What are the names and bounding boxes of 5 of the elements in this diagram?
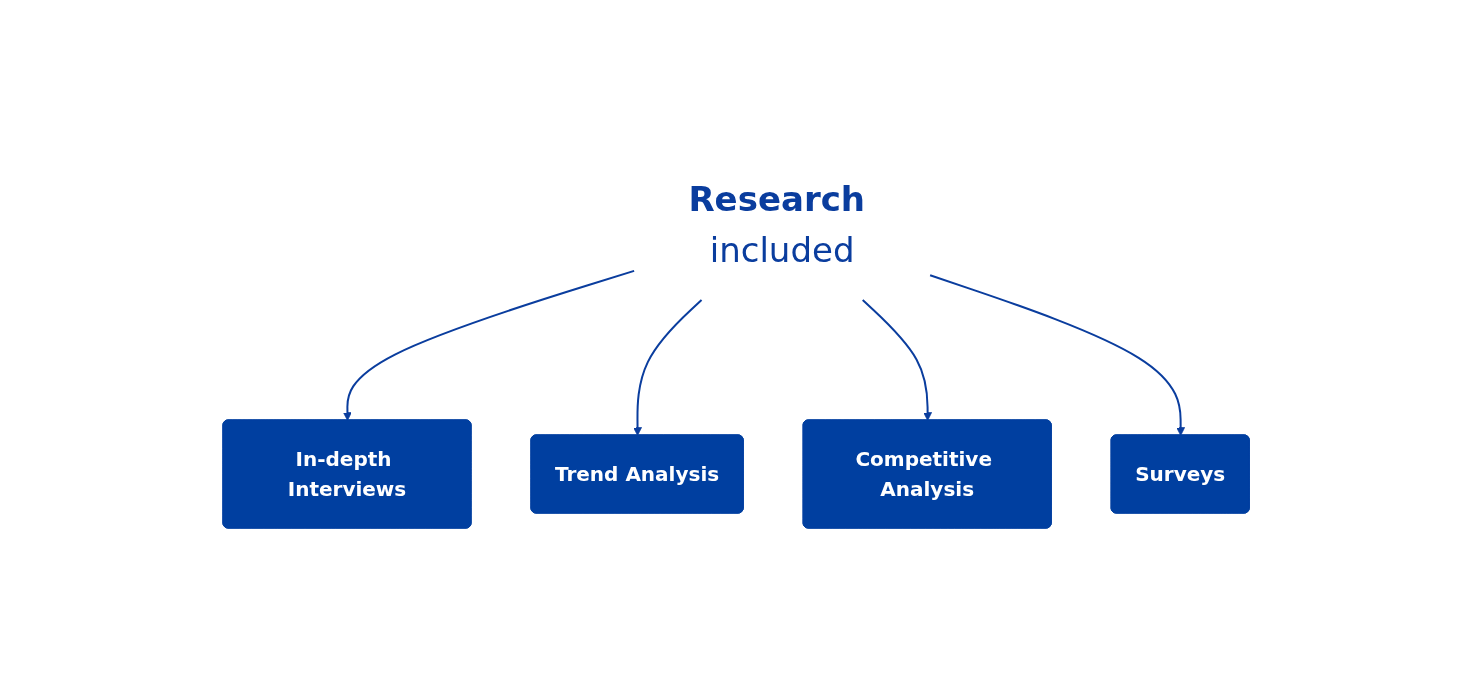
arrow [862,299,933,421]
arrow [633,299,703,436]
node-text: Research included [688,179,866,270]
arrow [929,274,1186,436]
arrow [343,269,636,421]
